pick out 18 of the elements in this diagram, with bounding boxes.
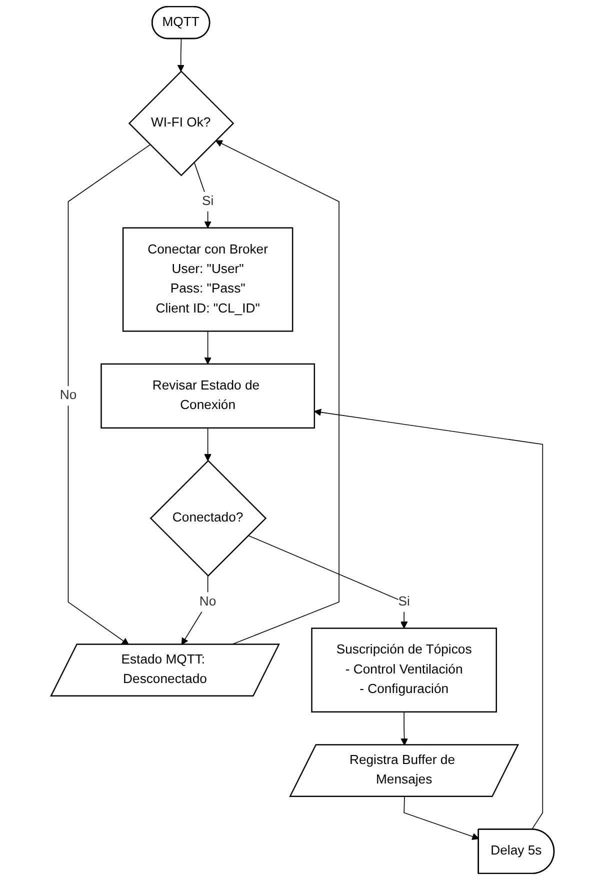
- node-diamond: WI-FI Ok?: [128, 70, 234, 176]
- arrow: [215, 140, 340, 646]
- node-diamond: Conectado?: [150, 460, 267, 577]
- arrow: [400, 712, 408, 746]
- edge-label: No: [199, 594, 216, 609]
- arrow: [204, 428, 212, 462]
- node-box: Conectar con Broker User: "User" Pass: "Pass" Client ID: "CL_ID": [122, 227, 294, 332]
- arrow: [204, 330, 212, 364]
- arrow: [177, 38, 184, 72]
- arrow: [404, 796, 480, 840]
- arrow: [248, 535, 408, 629]
- edge-label: No: [60, 388, 77, 403]
- edge-label: Si: [202, 194, 214, 208]
- node-box: Revisar Estado de Conexión: [100, 363, 316, 429]
- arrow: [314, 408, 544, 830]
- node-box: Suscripción de Tópicos - Control Ventilación - Configuración: [311, 628, 497, 713]
- edge-label: Si: [398, 594, 410, 609]
- arrow: [68, 144, 151, 645]
